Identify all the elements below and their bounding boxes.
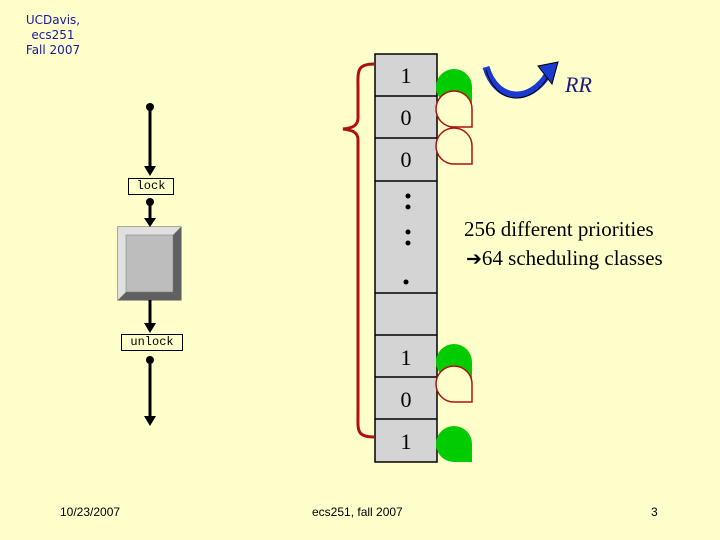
critical-section-block: [117, 226, 182, 301]
ellipsis-dot: [405, 229, 411, 235]
ellipsis-dot: [405, 240, 411, 246]
thread-arrow-lock: [144, 218, 156, 227]
thread-arrow-lower: [144, 416, 156, 426]
ellipsis-dot: [405, 204, 411, 210]
priority-cell-value: 1: [400, 429, 412, 454]
priorities-count-text: 256 different priorities: [464, 217, 654, 241]
ellipsis-dot: [403, 279, 409, 285]
rr-policy-label: RR: [565, 72, 592, 97]
thread-arrow-unlock: [144, 323, 156, 333]
ellipsis-dot: [405, 193, 411, 199]
footer-course: ecs251, fall 2007: [312, 505, 403, 519]
unlock-label: unlock: [121, 334, 183, 351]
scheduling-classes-label: 64 scheduling classes: [481, 246, 663, 270]
priority-cell-value: 1: [400, 63, 412, 88]
course-header-line1: UCDavis, ecs251: [25, 13, 81, 42]
thread-timeline: [117, 103, 182, 426]
footer-date: 10/23/2007: [60, 505, 121, 519]
scheduling-classes-text: ➔64 scheduling classes: [466, 244, 663, 273]
priority-brace: [342, 62, 375, 439]
priority-cell-value: 0: [400, 387, 412, 412]
priority-cell-value: 0: [400, 105, 412, 130]
queue-marker-empty: [435, 365, 473, 403]
priority-cell-value: 0: [400, 147, 412, 172]
course-header-line2: Fall 2007: [25, 43, 81, 57]
priority-cell-value: 1: [400, 345, 412, 370]
right-arrow-icon: ➔: [466, 248, 482, 270]
course-header: UCDavis, ecs251 Fall 2007: [6, 13, 100, 58]
round-robin-arrow-icon: [482, 61, 559, 99]
queue-marker-empty: [435, 90, 473, 128]
thread-arrow-upper: [144, 166, 156, 176]
queue-marker-empty: [435, 127, 473, 165]
lock-label: lock: [128, 178, 174, 195]
priority-array-column: [374, 53, 438, 463]
queue-marker-occupied: [436, 426, 472, 462]
page-number: 3: [651, 505, 658, 519]
